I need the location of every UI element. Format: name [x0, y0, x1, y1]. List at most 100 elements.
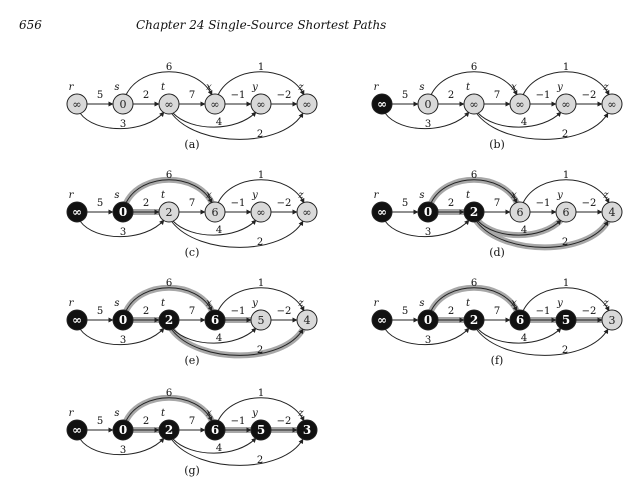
edge-weight-t-x: 7: [189, 416, 195, 427]
edge-weight-t-z: 2: [257, 345, 263, 356]
edge-weight-t-y: 4: [216, 225, 222, 236]
vertex-distance-s: 0: [120, 98, 127, 111]
vertex-distance-r: ∞: [377, 313, 387, 327]
edge-weight-x-z: 1: [563, 170, 569, 181]
edge-t-y: [172, 327, 257, 344]
vertex-distance-z: ∞: [302, 98, 311, 111]
edge-t-z: [171, 438, 304, 466]
vertex-name-t: t: [161, 82, 166, 93]
chapter-title: Chapter 24 Single-Source Shortest Paths: [136, 18, 387, 32]
vertex-distance-z: 4: [609, 206, 616, 219]
vertex-name-y: y: [556, 82, 563, 93]
edge-t-z: [476, 220, 609, 248]
edge-x-z: [217, 397, 305, 422]
vertex-name-t: t: [466, 190, 471, 201]
edge-t-y: [477, 219, 562, 236]
edge-weight-t-x: 7: [494, 90, 500, 101]
vertex-name-x: x: [206, 408, 212, 419]
vertex-x: [204, 309, 226, 331]
edge-weight-t-x: 7: [494, 198, 500, 209]
vertex-s: [112, 309, 134, 331]
edge-weight-s-t: 2: [143, 90, 149, 101]
vertex-name-s: s: [419, 190, 424, 201]
vertex-name-x: x: [511, 298, 517, 309]
vertex-x: [204, 419, 226, 441]
vertex-x: [509, 93, 531, 115]
vertex-x: [509, 309, 531, 331]
vertex-z: [601, 201, 623, 223]
edge-weight-y-z: −2: [277, 306, 292, 317]
vertex-name-x: x: [206, 298, 212, 309]
edge-weight-r-s: 5: [97, 198, 103, 209]
vertex-distance-t: ∞: [164, 98, 173, 111]
edge-weight-y-z: −2: [277, 416, 292, 427]
vertex-distance-s: 0: [425, 98, 432, 111]
vertex-name-z: z: [297, 408, 304, 419]
vertex-t: [158, 419, 180, 441]
vertex-distance-r: ∞: [72, 313, 82, 327]
edge-weight-t-y: 4: [216, 333, 222, 344]
vertex-distance-x: 6: [517, 206, 524, 219]
panel-caption: (g): [184, 464, 200, 477]
edge-weight-s-t: 2: [448, 198, 454, 209]
vertex-name-r: r: [69, 82, 75, 93]
vertex-name-s: s: [114, 298, 119, 309]
vertex-name-x: x: [206, 82, 212, 93]
edge-weight-t-y: 4: [521, 117, 527, 128]
edge-weight-y-z: −2: [582, 198, 597, 209]
tree-edge-s-x: [123, 284, 215, 314]
vertex-distance-x: 6: [211, 423, 219, 437]
edge-s-x: [430, 71, 518, 96]
edge-x-z: [522, 179, 610, 204]
vertex-y: [555, 309, 577, 331]
vertex-distance-y: 6: [563, 206, 570, 219]
vertex-name-y: y: [251, 408, 258, 419]
vertex-name-t: t: [161, 190, 166, 201]
vertex-s: [417, 309, 439, 331]
vertex-r: [371, 201, 393, 223]
page-number: 656: [19, 18, 42, 32]
edge-weight-y-z: −2: [582, 90, 597, 101]
edge-t-y: [172, 437, 257, 454]
vertex-z: [601, 93, 623, 115]
vertex-name-s: s: [114, 82, 119, 93]
edge-s-x: [125, 397, 213, 422]
tree-edge-s-x: [123, 176, 215, 206]
edge-weight-s-x: 6: [166, 278, 172, 289]
vertex-distance-y: ∞: [256, 206, 265, 219]
edge-x-z: [217, 71, 305, 96]
vertex-name-r: r: [374, 190, 380, 201]
vertex-name-s: s: [419, 82, 424, 93]
vertex-name-z: z: [602, 190, 609, 201]
vertex-name-z: z: [297, 190, 304, 201]
vertex-name-x: x: [511, 190, 517, 201]
edge-weight-s-x: 6: [471, 62, 477, 73]
vertex-r: [66, 309, 88, 331]
vertex-name-t: t: [161, 408, 166, 419]
edge-weight-s-x: 6: [166, 62, 172, 73]
edge-weight-t-y: 4: [216, 117, 222, 128]
vertex-s: [112, 419, 134, 441]
edge-weight-r-t: 3: [425, 119, 431, 130]
edge-s-x: [125, 179, 213, 204]
vertex-distance-y: 5: [257, 423, 265, 437]
vertex-t: [463, 309, 485, 331]
vertex-name-s: s: [419, 298, 424, 309]
edge-weight-r-t: 3: [120, 445, 126, 456]
vertex-distance-t: ∞: [469, 98, 478, 111]
vertex-distance-x: 6: [516, 313, 524, 327]
vertex-y: [250, 201, 272, 223]
vertex-y: [250, 419, 272, 441]
vertex-distance-x: 6: [212, 206, 219, 219]
edge-weight-r-s: 5: [97, 306, 103, 317]
edge-weight-s-t: 2: [448, 306, 454, 317]
vertex-name-s: s: [114, 408, 119, 419]
vertex-name-r: r: [374, 298, 380, 309]
edge-weight-t-z: 2: [257, 129, 263, 140]
vertex-distance-t: 2: [166, 206, 173, 219]
edge-t-z: [171, 328, 304, 356]
vertex-z: [296, 201, 318, 223]
edge-weight-t-z: 2: [257, 237, 263, 248]
